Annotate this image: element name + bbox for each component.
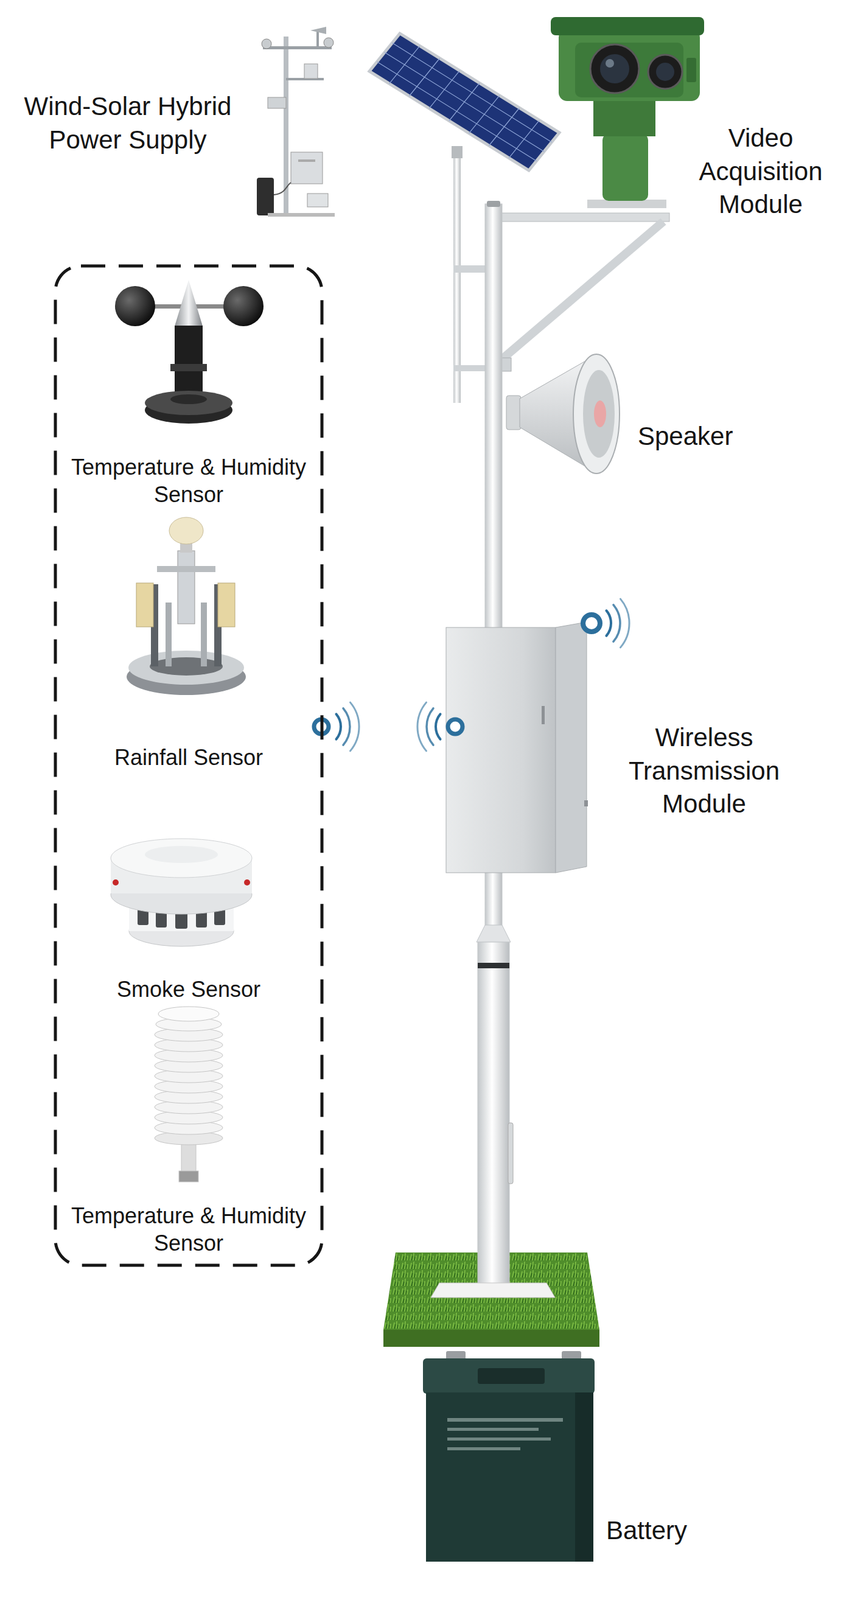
sensor-label: Smoke Sensor (66, 975, 311, 1003)
part-label: Battery (606, 1514, 789, 1548)
wireless-icon (417, 702, 463, 751)
sensor-label: Rainfall Sensor (66, 743, 311, 772)
clamp (453, 265, 490, 273)
camera (550, 17, 705, 209)
rain-sensor (126, 517, 246, 695)
battery (422, 1351, 595, 1562)
anemometer (115, 279, 264, 424)
part-label: Wireless Transmission Module (609, 721, 799, 821)
pole (430, 200, 556, 1298)
part-label: Wind-Solar Hybrid Power Supply (0, 90, 256, 157)
clamp (453, 365, 490, 372)
solar-panel (369, 33, 560, 171)
part-label: Speaker (637, 419, 821, 454)
sensor-group: Temperature & Humidity SensorRainfall Se… (52, 263, 325, 1268)
sensor-label: Temperature & Humidity Sensor (66, 453, 311, 509)
cabinet (446, 621, 588, 873)
sensor-label: Temperature & Humidity Sensor (66, 1201, 311, 1257)
dashed-border (55, 265, 322, 1266)
mount (451, 146, 463, 159)
radiation-shield (154, 1006, 223, 1182)
weather-station (256, 26, 335, 217)
wireless-icon (583, 598, 630, 648)
smoke-detector (110, 838, 252, 947)
brace (497, 221, 664, 363)
arm (492, 213, 670, 222)
speaker (490, 354, 620, 474)
part-label: Video Acquisition Module (676, 121, 845, 222)
